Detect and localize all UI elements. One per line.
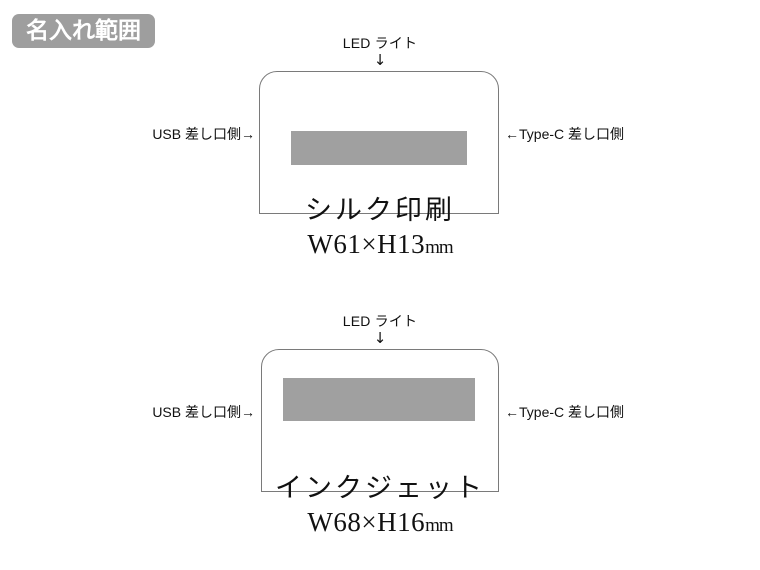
caption-size-inkjet: W68×H16mm [0, 508, 760, 536]
caption-silk-print: シルク印刷 W61×H13mm [0, 196, 760, 259]
caption-size-value-silk: W61×H13 [307, 229, 426, 260]
device-body-silk [259, 71, 499, 214]
usb-side-label-1: USB 差し口側→ [152, 126, 255, 142]
caption-method-name-silk: シルク印刷 [305, 195, 455, 225]
caption-size-unit-silk: mm [425, 237, 454, 259]
caption-method-name-inkjet: インクジェット [275, 473, 485, 503]
led-callout-1: LED ライト ↓ [0, 36, 760, 68]
caption-size-silk: W61×H13mm [0, 230, 760, 258]
imprint-area-badge-label: 名入れ範囲 [26, 17, 141, 44]
usb-side-label-2: USB 差し口側→ [152, 404, 255, 420]
down-arrow-icon: ↓ [373, 51, 387, 69]
typec-side-label-1: ←Type-C 差し口側 [505, 126, 625, 142]
print-area-silk [291, 131, 467, 165]
device-body-inkjet [261, 349, 499, 492]
print-area-inkjet [283, 378, 475, 421]
down-arrow-icon: ↓ [373, 329, 387, 347]
caption-size-unit-inkjet: mm [425, 515, 454, 537]
caption-size-value-inkjet: W68×H16 [307, 507, 426, 538]
typec-side-label-2: ←Type-C 差し口側 [505, 404, 625, 420]
led-callout-2: LED ライト ↓ [0, 314, 760, 346]
led-light-label: LED ライト [342, 313, 418, 329]
led-light-label: LED ライト [342, 35, 418, 51]
caption-inkjet: インクジェット W68×H16mm [0, 474, 760, 537]
imprint-area-badge: 名入れ範囲 [12, 14, 155, 48]
